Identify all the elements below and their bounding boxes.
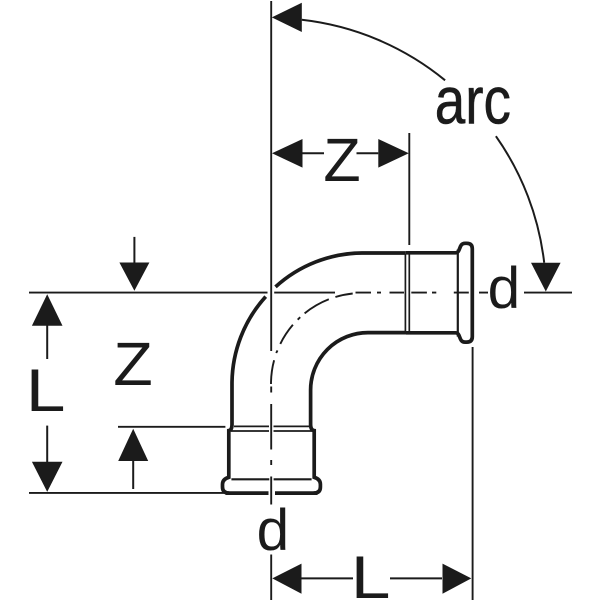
svg-text:arc: arc — [435, 64, 511, 138]
svg-text:Z: Z — [113, 331, 152, 399]
svg-text:L: L — [351, 543, 391, 600]
svg-text:d: d — [488, 256, 521, 321]
svg-text:Z: Z — [323, 126, 360, 194]
svg-text:L: L — [26, 356, 66, 423]
svg-text:d: d — [257, 498, 290, 563]
